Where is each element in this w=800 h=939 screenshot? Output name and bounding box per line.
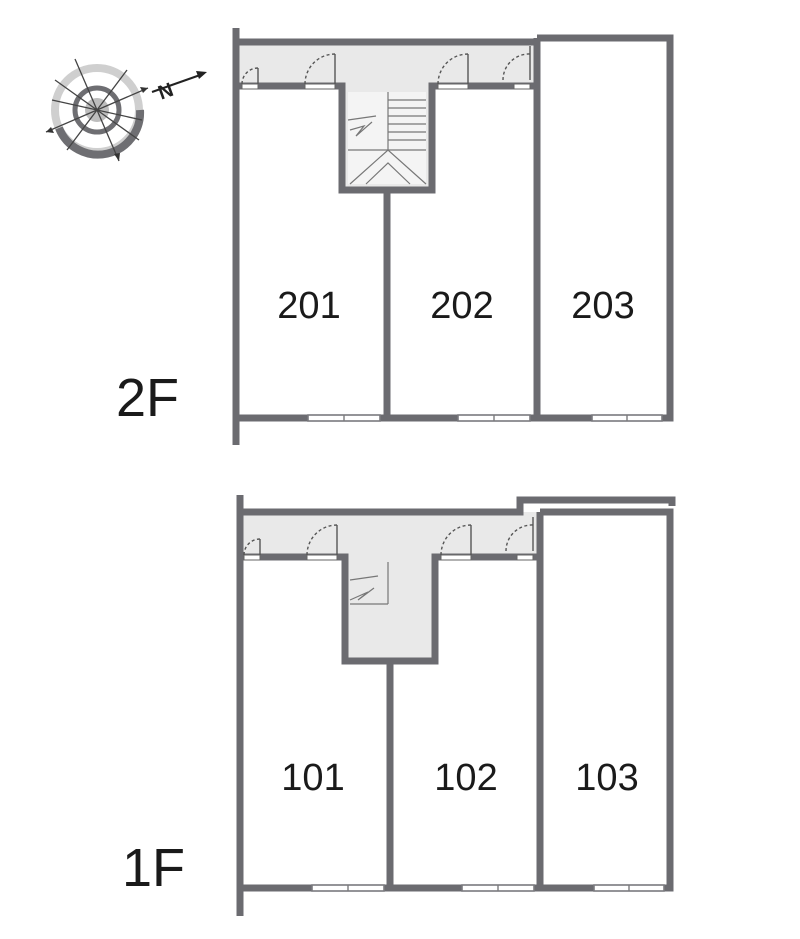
windows-1f <box>311 884 665 892</box>
compass-icon: N <box>45 58 207 162</box>
floor-label: 2F <box>116 368 179 428</box>
staircase <box>347 92 427 185</box>
compass-north-label: N <box>155 79 176 105</box>
staircase <box>349 562 389 605</box>
unit-label: 203 <box>571 285 634 327</box>
floor-2f-plan: 201 202 203 2F <box>116 28 674 445</box>
windows-2f <box>307 414 663 422</box>
doors-2f <box>241 46 531 90</box>
unit-label: 201 <box>277 285 340 327</box>
floor-label: 1F <box>122 838 185 898</box>
unit-label: 102 <box>434 757 497 799</box>
unit-label: 103 <box>575 757 638 799</box>
unit-label: 101 <box>281 757 344 799</box>
doors-1f <box>243 517 534 561</box>
floor-1f-plan: 101 102 103 1F <box>122 495 676 916</box>
unit-label: 202 <box>430 285 493 327</box>
